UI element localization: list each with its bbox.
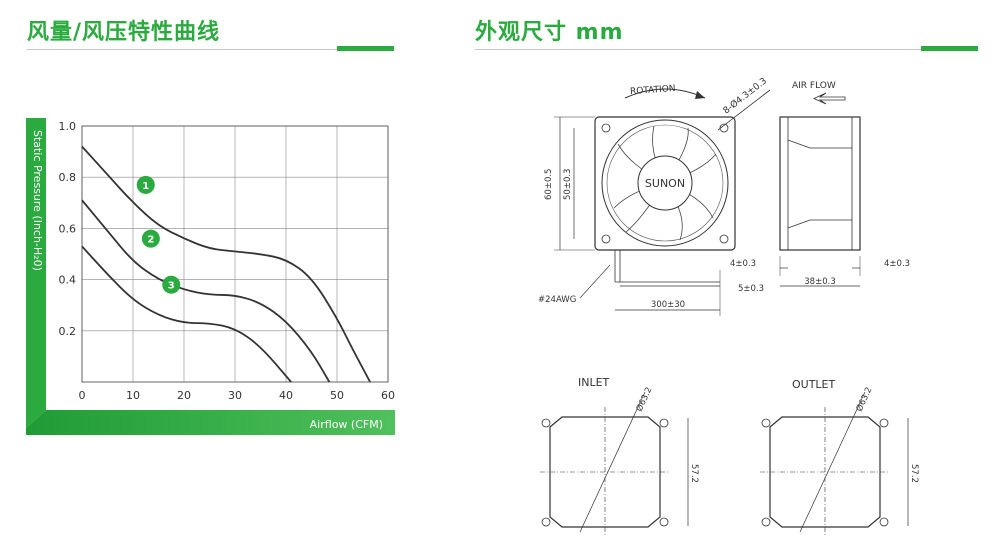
dim-depth: 38±0.3 [804, 277, 835, 287]
curve-marker-2 [141, 229, 160, 248]
curve-marker-label: 2 [147, 235, 154, 246]
x-tick-label: 50 [330, 389, 344, 402]
left-title-rule [27, 49, 394, 50]
dim-flange-left: 4±0.3 [730, 259, 756, 269]
inlet-label: INLET [578, 376, 610, 389]
dim-outer: 60±0.5 [544, 169, 554, 200]
curve-3 [81, 245, 292, 383]
wire-gauge-label: #24AWG [538, 295, 576, 305]
outlet-outline [769, 416, 881, 528]
curve-marker-label: 1 [142, 181, 149, 192]
curve-2 [81, 199, 331, 383]
y-axis-label: Static Pressure (Inch-H₂0) [31, 130, 44, 271]
x-tick-label: 40 [279, 389, 293, 402]
inlet-holes [541, 418, 669, 527]
dim-wire-gap: 5±0.3 [738, 284, 764, 294]
x-tick-label: 60 [381, 389, 395, 402]
outlet-height: 57.2 [909, 464, 919, 483]
right-title-rule [475, 49, 978, 50]
dim-flange-right: 4±0.3 [884, 259, 910, 269]
rotation-arrow [695, 91, 705, 99]
dim-wire-length: 300±30 [651, 300, 685, 310]
outlet-diameter: Ø63.2 [854, 385, 875, 413]
rotation-label: ROTATION [630, 84, 676, 97]
curve-1 [81, 145, 371, 383]
x-axis-label: Airflow (CFM) [310, 418, 383, 431]
y-tick-label: 0.4 [59, 274, 77, 287]
inlet-height: 57.2 [689, 464, 699, 483]
x-tick-label: 0 [79, 389, 86, 402]
dimensions-title: 外观尺寸 mm [475, 20, 624, 45]
y-axis-band [26, 118, 46, 428]
brand-label: SUNON [645, 177, 685, 190]
y-tick-label: 0.8 [59, 171, 77, 184]
inlet-view: INLET Ø63.2 57.2 [540, 376, 699, 537]
left-title-accent [337, 46, 394, 51]
airflow-label: AIR FLOW [792, 81, 836, 91]
performance-chart: 0 10 20 30 40 50 60 0.2 0.4 0.6 0.8 1.0 1 2 3 Static P… [26, 118, 395, 435]
fan-ring [601, 119, 729, 247]
hole-leader [717, 89, 771, 131]
fan-side-view: AIR FLOW 4±0.3 4±0.3 38±0.3 5±0.3 [730, 81, 910, 294]
inlet-outline [549, 416, 661, 528]
x-tick-label: 30 [228, 389, 242, 402]
x-tick-label: 20 [177, 389, 191, 402]
plot-frame [81, 125, 389, 383]
curve-marker-1 [136, 175, 155, 194]
y-tick-label: 1.0 [59, 120, 77, 133]
fan-hub [637, 155, 693, 211]
x-axis-band [26, 410, 395, 435]
outlet-holes [761, 418, 889, 527]
dim-inner: 50±0.3 [563, 169, 573, 200]
fan-wires [614, 250, 720, 287]
outlet-label: OUTLET [792, 378, 836, 391]
performance-curve-title: 风量/风压特性曲线 [27, 20, 221, 45]
airflow-arrow [813, 92, 846, 105]
side-frame [779, 116, 861, 251]
fan-ring-inner [606, 124, 724, 242]
right-title-accent [921, 46, 978, 51]
outlet-view: OUTLET Ø63.2 57.2 [760, 378, 919, 537]
y-tick-label: 0.6 [59, 222, 77, 235]
x-tick-label: 10 [126, 389, 140, 402]
curve-marker-3 [162, 275, 181, 294]
curve-marker-label: 3 [168, 281, 175, 292]
y-tick-label: 0.2 [59, 325, 77, 338]
fan-front-view: ROTATION 8-Ø4.3±0.3 SUNON 60±0.5 50±0.3 … [538, 76, 771, 316]
fan-frame [594, 116, 736, 251]
inlet-diameter: Ø63.2 [634, 385, 655, 413]
mounting-holes [601, 123, 729, 244]
